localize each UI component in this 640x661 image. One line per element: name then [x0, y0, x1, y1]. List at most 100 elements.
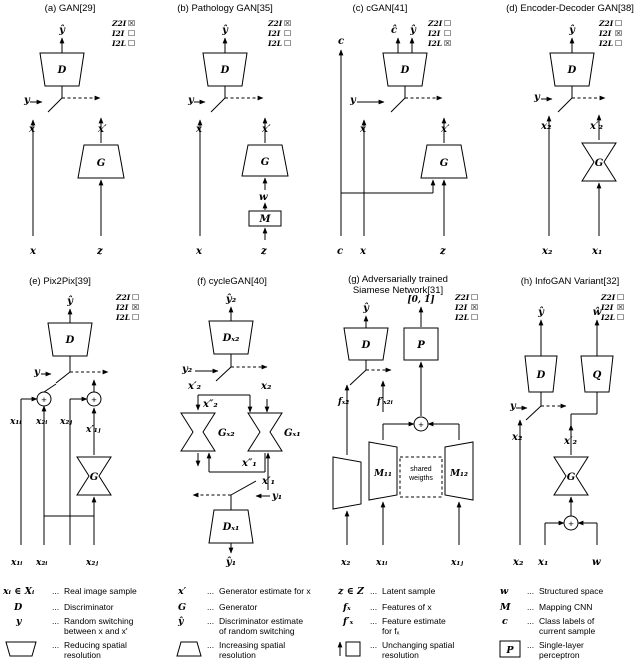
panel-g-flag-2: I2I	[454, 303, 468, 312]
panel-a-x: x	[28, 124, 36, 135]
panel-b-check-1: ☒	[284, 19, 291, 28]
panel-e-check-1: ☐	[132, 293, 139, 302]
panel-b-w: w	[259, 192, 268, 203]
panel-g-flag-3: I2L	[454, 313, 469, 322]
panel-g-fx2i: f′ₓ₂ᵢ	[376, 397, 393, 407]
panel-g-m2-label: M₁₂	[449, 469, 468, 479]
panel-d-check-1: ☐	[615, 19, 622, 28]
panel-h-q-network	[580, 355, 614, 393]
panel-g-title-2: Siamese Network[31]	[353, 285, 443, 296]
panel-d-yhat: ŷ	[568, 25, 576, 36]
legend-switch: Random switching	[64, 616, 134, 626]
panel-a-yhat: ŷ	[58, 25, 66, 36]
panel-c-disc-label: D	[400, 65, 410, 76]
legend-sym-class: c	[502, 616, 508, 627]
panel-e-x1i-input: x₁ᵢ	[10, 558, 22, 568]
panel-f-gx1-label: Gₓ₁	[284, 428, 301, 439]
panel-f-x2prime: x′₂	[187, 381, 202, 392]
panel-h-infogan: (h) InfoGAN Variant[32] Z2I ☐ I2I ☒ I2L …	[509, 276, 624, 568]
panel-a-gen-label: G	[97, 158, 106, 169]
panel-c-generator	[420, 144, 468, 179]
panel-f-title: (f) cycleGAN[40]	[197, 276, 267, 287]
panel-d-generator	[581, 142, 617, 182]
panel-d-x2prime: x′₂	[589, 121, 604, 132]
panel-g-m1-label: M₁₁	[373, 469, 392, 479]
legend-latent: Latent sample	[382, 586, 436, 596]
panel-b-discriminator	[202, 52, 248, 87]
panel-d-encoder-decoder-gan: (d) Encoder-Decoder GAN[38] Z2I ☐ I2I ☒ …	[506, 3, 634, 257]
legend-dots: ...	[52, 616, 59, 626]
panel-a-generator	[77, 144, 125, 179]
panel-d-flag-1: Z2I	[598, 19, 614, 28]
panel-c-title: (c) cGAN[41]	[353, 3, 408, 14]
panel-f-y1hat: ŷ₁	[225, 557, 236, 568]
panel-g-pcp-label: P	[416, 340, 425, 351]
panel-f-generator-x2	[180, 412, 216, 452]
panel-f-y2hat: ŷ₂	[225, 294, 237, 305]
panel-g-x1i-input: x₁ᵢ	[375, 558, 387, 568]
legend-dots: ...	[370, 616, 377, 626]
panel-b-title: (b) Pathology GAN[35]	[177, 3, 273, 14]
legend-sym-latent: z ∈ Z	[337, 586, 365, 597]
panel-e-discriminator	[47, 322, 93, 357]
panel-c-flag-2: I2I	[427, 29, 441, 38]
legend-sym-disc-estimate: ŷ	[177, 616, 185, 627]
legend-sym-mapping: M	[499, 602, 511, 613]
panel-e-x2j-input: x₂ⱼ	[85, 558, 98, 568]
panel-b-flag-2: I2I	[267, 29, 281, 38]
legend-dots: ...	[207, 602, 214, 612]
legend-sym-features: fₓ	[342, 602, 351, 613]
panel-c-x: x	[359, 124, 367, 135]
panel-g-check-3: ☐	[471, 313, 478, 322]
legend-dots: ...	[52, 602, 59, 612]
legend-class-2: current sample	[539, 626, 595, 636]
panel-d-y: y	[533, 92, 541, 103]
panel-h-x2prime: x′₂	[563, 436, 578, 447]
panel-a-xprime: x′	[97, 124, 107, 135]
panel-c-cgan: (c) cGAN[41] Z2I ☐ I2I ☐ I2L ☒ c ĉ ŷ D y…	[337, 3, 468, 257]
panel-g-title: (g) Adversarially trained	[348, 274, 448, 285]
panel-b-check-3: ☐	[284, 39, 291, 48]
legend-real-sample: Real image sample	[64, 586, 137, 596]
panel-g-weights-label: weigths	[408, 475, 433, 482]
panel-e-flag-1: Z2I	[115, 293, 131, 302]
panel-f-x2doubleprime: x″₂	[202, 399, 218, 410]
panel-b-gen-label: G	[261, 157, 270, 168]
legend-increasing-shape	[176, 641, 202, 657]
legend-sym-disc: D	[13, 602, 23, 613]
panel-h-generator	[553, 456, 589, 496]
panel-e-yhat: ŷ	[66, 296, 74, 307]
panel-h-y: y	[509, 401, 517, 412]
panel-c-chat: ĉ	[391, 25, 397, 36]
panel-e-pix2pix: (e) Pix2Pix[39] Z2I ☐ I2I ☒ I2L ☐ ŷ D y …	[9, 276, 139, 568]
panel-g-fx2: fₓ₂	[337, 397, 349, 407]
panel-b-y: y	[187, 95, 195, 106]
legend-perceptron: Single-layer	[539, 640, 584, 650]
panel-h-x1-input: x₁	[537, 557, 548, 568]
panel-b-disc-label: D	[220, 65, 230, 76]
legend-feature-estimate-2: for fₓ	[382, 626, 400, 636]
legend-dots: ...	[370, 586, 377, 596]
panel-e-generator	[76, 456, 112, 496]
panel-e-flag-2: I2I	[115, 303, 129, 312]
legend-perceptron-shape	[499, 640, 521, 658]
panel-e-x1i: x₁ᵢ	[9, 417, 21, 427]
legend-perceptron-2: perceptron	[539, 650, 580, 660]
legend-gen-estimate: Generator estimate for x	[219, 586, 311, 596]
legend-unchanging-2: resolution	[382, 650, 419, 660]
legend-gen: Generator	[219, 602, 257, 612]
panel-a-check-1: ☒	[128, 19, 135, 28]
panel-e-check-3: ☐	[132, 313, 139, 322]
panel-g-check-1: ☐	[471, 293, 478, 302]
panel-d-x1-input: x₁	[591, 246, 602, 257]
panel-a-discriminator	[39, 52, 85, 87]
panel-d-gen-label: G	[595, 158, 604, 169]
panel-e-flag-3: I2L	[115, 313, 130, 322]
panel-g-mapping-2	[444, 441, 474, 501]
panel-a-flag-1: Z2I	[111, 19, 127, 28]
panel-f-gx2-label: Gₓ₂	[218, 428, 235, 439]
panel-f-disc-bot-label: Dₓ₁	[222, 522, 240, 533]
panel-d-x2: x₂	[540, 121, 552, 132]
panel-c-c-top: c	[338, 36, 344, 47]
